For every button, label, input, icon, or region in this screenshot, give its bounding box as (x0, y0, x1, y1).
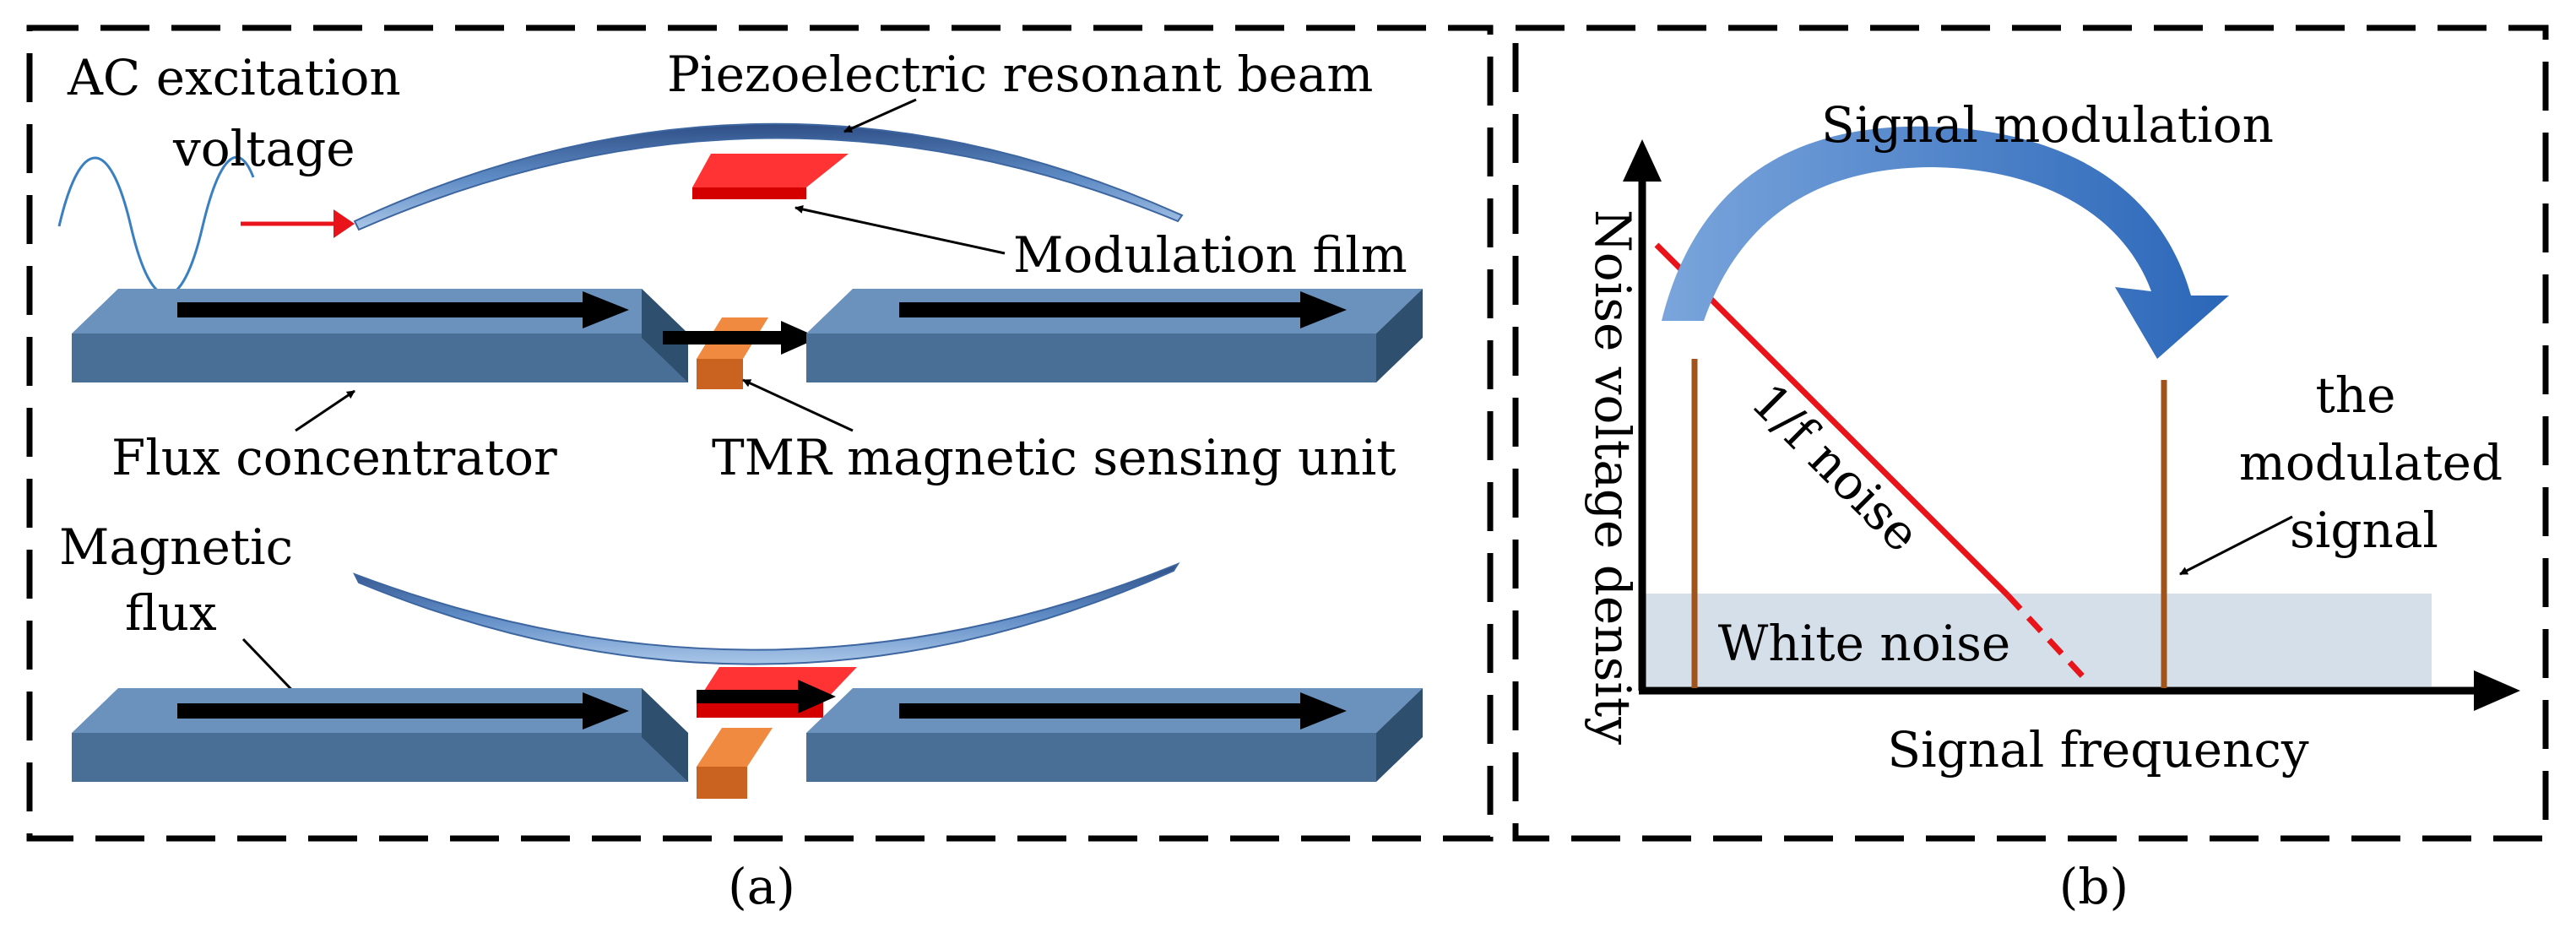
piezo-beam-upper (353, 122, 1184, 231)
panel-a-frame (26, 24, 1494, 842)
panel-b-frame (1512, 24, 2549, 842)
flux-bar-lower-right-front (806, 733, 1376, 782)
label-modulated: modulated (2239, 434, 2503, 491)
flux-arrow-upper-left-icon (583, 291, 629, 328)
label-voltage: voltage (172, 120, 355, 177)
tmr-unit-upper-front (697, 359, 743, 389)
flux-bar-lower-left-end (642, 688, 688, 782)
tmr-unit-pointer (742, 378, 854, 432)
x-axis-arrow-icon (2474, 670, 2520, 711)
signal-modulation-arrow-icon (1662, 126, 2229, 359)
label-y-axis: Noise voltage density (1584, 209, 1641, 745)
gap-arrow-lower-icon (798, 680, 836, 713)
label-the: the (2316, 366, 2396, 424)
y-axis-arrow-icon (1623, 139, 1662, 182)
one-over-f-line (1654, 242, 2010, 598)
one-over-f-line-dashed (2005, 593, 2092, 686)
flux-bar-lower-right-end (1376, 688, 1423, 782)
caption-a: (a) (728, 858, 795, 915)
ac-sine-wave (57, 155, 255, 296)
label-flux-concentrator: Flux concentrator (111, 429, 557, 486)
caption-b: (b) (2059, 858, 2129, 915)
label-modulation-film: Modulation film (1013, 226, 1407, 284)
label-one-over-f: 1/f noise (1740, 372, 1931, 563)
modulation-film-upper-front (692, 187, 806, 199)
gap-arrow-upper-icon (781, 321, 819, 355)
flux-arrow-upper-right-icon (1300, 291, 1347, 328)
label-white-noise: White noise (1718, 615, 2011, 672)
modulation-film-pointer (794, 205, 1006, 255)
label-signal: signal (2290, 502, 2438, 559)
flux-arrow-lower-right-icon (1300, 692, 1347, 730)
flux-arrow-lower-left-icon (583, 692, 629, 730)
label-flux: flux (125, 584, 217, 642)
label-tmr-unit: TMR magnetic sensing unit (712, 429, 1396, 486)
excitation-arrow-icon (334, 209, 355, 238)
flux-bar-upper-right-end (1376, 289, 1423, 382)
flux-bar-upper-left-front (72, 334, 688, 382)
label-piezo-beam: Piezoelectric resonant beam (667, 46, 1373, 103)
modulation-film-lower-front (697, 702, 823, 718)
label-signal-modulation: Signal modulation (1821, 96, 2274, 154)
label-ac-excitation: AC excitation (67, 49, 401, 106)
label-magnetic: Magnetic (59, 518, 293, 576)
piezo-beam-lower (352, 561, 1180, 665)
flux-concentrator-pointer (295, 389, 355, 432)
flux-bar-upper-right-front (806, 334, 1376, 382)
tmr-unit-lower-top (697, 728, 773, 767)
piezo-beam-pointer (843, 98, 917, 133)
white-noise-band (1642, 594, 2432, 686)
modulated-signal-pointer (2179, 515, 2293, 576)
tmr-unit-lower-front (697, 767, 747, 799)
modulation-film-upper-top (692, 154, 849, 187)
flux-bar-lower-left-front (72, 733, 688, 782)
label-x-axis: Signal frequency (1887, 721, 2308, 778)
